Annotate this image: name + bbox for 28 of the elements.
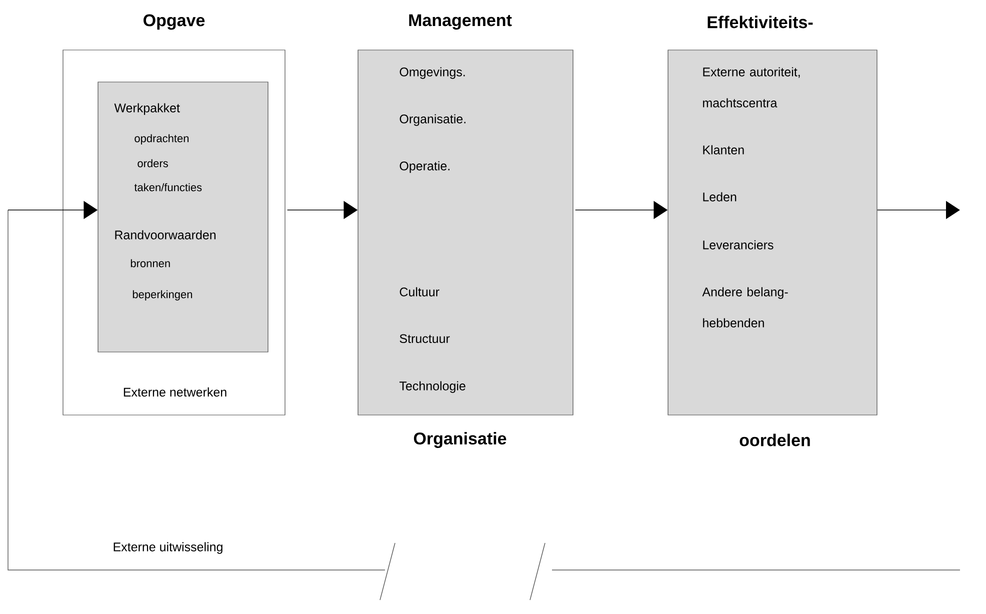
- list-item: Organisatie.: [400, 114, 466, 126]
- list-item: orders: [138, 159, 168, 168]
- list-item: beperkingen: [132, 290, 192, 300]
- heading: Effektiviteits-: [708, 16, 813, 28]
- list-item: bronnen: [130, 259, 170, 268]
- heading: Opgave: [144, 14, 205, 30]
- list-item: Leveranciers: [703, 240, 774, 250]
- list-item: Werkpakket: [114, 103, 180, 115]
- list-item: Technologie: [399, 381, 466, 393]
- shaded-box: [98, 82, 268, 352]
- heading: oordelen: [740, 434, 810, 446]
- list-item: Structuur: [400, 334, 450, 344]
- list-item: Andere belang- hebbenden: [702, 287, 788, 328]
- list-item: Cultuur: [400, 287, 440, 296]
- box-caption: Externe netwerken: [124, 387, 226, 397]
- list-item: Operatie.: [400, 161, 450, 173]
- line-label: Externe uitwisseling: [110, 540, 226, 556]
- heading: Organisatie: [414, 432, 506, 448]
- list-item: Randvoorwaarden: [115, 230, 216, 240]
- list-item: Klanten: [703, 145, 744, 154]
- list-item: taken/functies: [134, 183, 202, 192]
- list-item: Leden: [703, 192, 736, 202]
- list-item: Externe autoriteit, machtscentra: [703, 67, 800, 108]
- list-item: Omgevings.: [400, 67, 465, 79]
- shaded-box: [358, 14, 574, 448]
- heading: Management: [409, 14, 512, 30]
- list-item: opdrachten: [134, 134, 189, 144]
- shaded-box: [668, 16, 878, 446]
